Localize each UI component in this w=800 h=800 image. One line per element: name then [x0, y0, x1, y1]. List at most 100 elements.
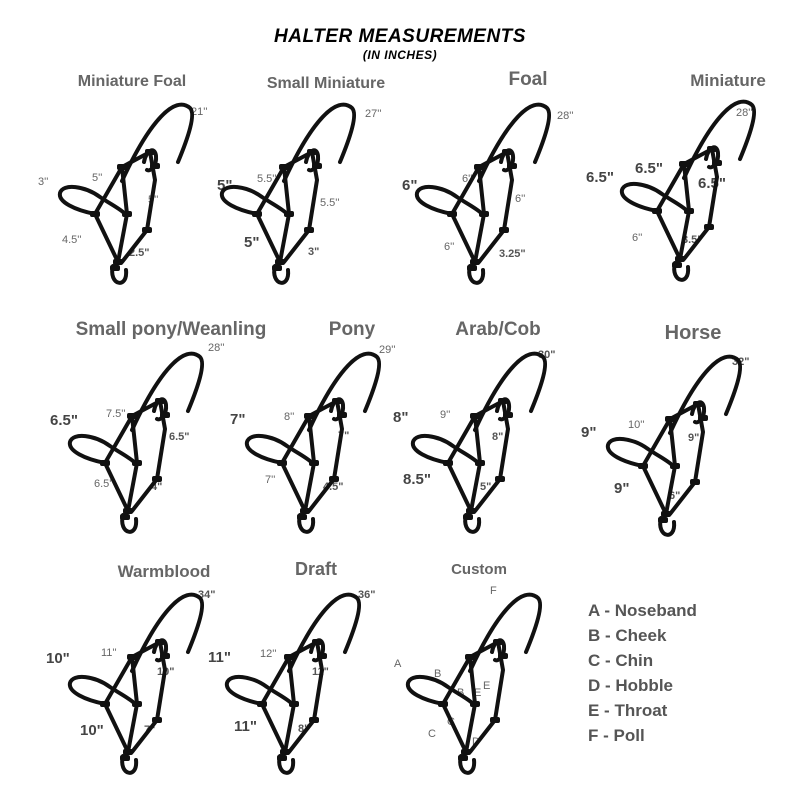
rope-knot [458, 755, 468, 761]
rope-knot [309, 717, 319, 723]
rope-knot [498, 653, 508, 659]
measure-label-chin: 11" [234, 718, 257, 735]
rope-knot [152, 476, 162, 482]
rope-knot [304, 413, 314, 419]
measure-label-throat: 6.5" [169, 431, 190, 443]
measure-label-cheek: 7.5'' [106, 408, 126, 420]
rope-knot [652, 208, 662, 214]
rope-knot [704, 224, 714, 230]
rope-knot [665, 416, 675, 422]
rope-knot [132, 701, 142, 707]
rope-knot [257, 701, 267, 707]
rope-segment [307, 351, 382, 432]
rope-knot [679, 161, 689, 167]
rope-knot [690, 479, 700, 485]
halter-name: Arab/Cob [455, 319, 541, 340]
rope-knot [284, 654, 294, 660]
rope-segment [450, 212, 477, 264]
rope-knot [493, 639, 503, 645]
rope-segment [255, 212, 282, 264]
legend-item: F - Poll [588, 726, 645, 745]
rope-knot [150, 163, 160, 169]
measure-label-cheek: 5'' [92, 172, 103, 184]
legend: A - Noseband B - Cheek C - Chin D - Hobb… [588, 598, 697, 748]
measure-label-throat2: E [474, 687, 482, 699]
rope-knot [145, 149, 155, 155]
rope-knot [495, 476, 505, 482]
measure-label-poll: 27'' [365, 108, 382, 120]
measure-label-hobble: 4" [151, 481, 163, 493]
measure-label-poll: 29'' [379, 344, 396, 356]
rope-knot [693, 401, 703, 407]
rope-knot [499, 227, 509, 233]
rope-knot [467, 265, 477, 271]
rope-segment [130, 351, 205, 432]
rope-segment [473, 351, 548, 432]
measure-label-poll: 36" [358, 589, 376, 601]
rope-knot [289, 701, 299, 707]
measure-label-poll: 28'' [208, 342, 225, 354]
legend-item: E - Throat [588, 701, 668, 720]
rope-knot [127, 654, 137, 660]
rope-knot [297, 514, 307, 520]
rope-segment [605, 436, 675, 468]
measure-label-poll: 21'' [191, 106, 208, 118]
measure-label-noseband: 10" [46, 650, 70, 667]
rope-segment [67, 674, 137, 706]
halter-name: Pony [328, 319, 376, 340]
measure-label-chin: 5" [244, 234, 260, 251]
measure-label-cheek: 10'' [628, 419, 645, 431]
rope-knot [466, 508, 476, 514]
rope-knot [498, 398, 508, 404]
rope-segment [280, 461, 307, 513]
rope-segment [655, 209, 682, 261]
rope-segment [441, 702, 468, 754]
rope-knot [160, 653, 170, 659]
rope-knot [100, 701, 110, 707]
rope-segment [619, 181, 689, 213]
rope-knot [127, 413, 137, 419]
rope-knot [300, 508, 310, 514]
rope-knot [503, 412, 513, 418]
measure-label-hobble: 2.5" [129, 247, 150, 259]
measure-label-chin: 9" [614, 480, 630, 497]
rope-knot [461, 749, 471, 755]
rope-knot [470, 701, 480, 707]
rope-knot [110, 265, 120, 271]
measure-label-chin: 6'' [632, 232, 643, 244]
rope-segment [120, 102, 195, 183]
rope-knot [443, 460, 453, 466]
measure-label-noseband: 7" [230, 411, 246, 428]
page-subtitle: (IN INCHES) [362, 48, 438, 62]
rope-knot [100, 460, 110, 466]
measure-label-chin: 7'' [265, 474, 276, 486]
measure-label-noseband: 8" [393, 409, 409, 426]
rope-segment [410, 433, 480, 465]
rope-segment [93, 212, 120, 264]
rope-segment [130, 592, 205, 673]
rope-segment [224, 674, 294, 706]
measure-label-hobble: 3" [308, 246, 320, 258]
rope-knot [155, 639, 165, 645]
measure-label-noseband: 9" [581, 424, 597, 441]
measure-label-noseband: 6.5" [50, 412, 78, 429]
rope-knot [152, 717, 162, 723]
rope-knot [507, 163, 517, 169]
rope-knot [307, 149, 317, 155]
measure-label-throat: 6'' [515, 193, 526, 205]
measure-label-noseband: 11" [208, 649, 231, 666]
rope-knot [479, 211, 489, 217]
measure-label-throat: E [483, 680, 491, 692]
legend-item: B - Cheek [588, 626, 667, 645]
rope-halter-drawing [410, 351, 548, 534]
rope-halter-drawing [414, 102, 552, 285]
rope-segment [219, 184, 289, 216]
measure-label-chin: 6.5'' [94, 478, 114, 490]
rope-segment [287, 592, 362, 673]
rope-segment [260, 702, 287, 754]
measure-label-noseband: 6" [402, 177, 418, 194]
rope-knot [122, 211, 132, 217]
rope-knot [113, 259, 123, 265]
rope-segment [405, 674, 475, 706]
rope-segment [668, 354, 743, 435]
